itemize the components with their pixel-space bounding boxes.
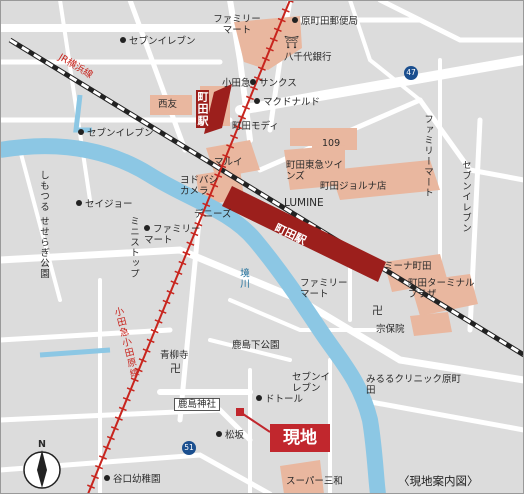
label-familymart-4: ファミリーマート bbox=[300, 278, 348, 300]
label-109: 109 bbox=[322, 138, 341, 149]
river-label: 境川 bbox=[238, 268, 249, 289]
label-taniguchi-kindergarten: 谷口幼稚園 bbox=[104, 474, 161, 485]
svg-text:⛩: ⛩ bbox=[284, 35, 299, 49]
svg-text:卍: 卍 bbox=[372, 304, 383, 317]
label-familymart-1: ファミリーマート bbox=[213, 14, 261, 36]
label-seijo: セイジョー bbox=[76, 199, 133, 210]
label-seven-eleven-1: セブンイレブン bbox=[120, 36, 196, 47]
site-pin bbox=[236, 408, 244, 416]
odakyu-station-label: 町田駅 bbox=[196, 90, 209, 128]
jr-station-bar bbox=[222, 186, 386, 282]
label-lumine: LUMINE bbox=[284, 197, 324, 209]
label-tokyu-twins: 町田東急ツインズ bbox=[286, 160, 344, 182]
label-familymart-2: ファミリーマート bbox=[422, 114, 433, 198]
label-familymart-3: ファミリーマート bbox=[144, 224, 204, 246]
label-sohoin: 宗保院 bbox=[376, 324, 405, 335]
label-seiryuji: 青柳寺 bbox=[160, 350, 189, 361]
map-caption: 〈現地案内図〉 bbox=[398, 474, 479, 488]
north-compass bbox=[23, 450, 61, 489]
label-kashima-park: 鹿島下公園 bbox=[232, 340, 280, 351]
site-pointer bbox=[239, 411, 271, 433]
stream-2 bbox=[39, 347, 111, 358]
label-marui: マルイ bbox=[214, 157, 243, 168]
jr-yokohama-line bbox=[8, 37, 524, 358]
sakai-river bbox=[0, 138, 386, 494]
label-seven-eleven-2: セブンイレブン bbox=[78, 128, 154, 139]
label-seven-eleven-3: セブンイレブン bbox=[460, 160, 471, 234]
compass-north-label: N bbox=[38, 439, 46, 450]
label-yodobashi: ヨドバシカメラ bbox=[180, 175, 219, 197]
route-47-badge: 47 bbox=[404, 66, 418, 80]
label-post-office: 原町田郵便局 bbox=[292, 16, 358, 27]
label-doutor: ドトール bbox=[256, 394, 303, 405]
label-odakyu: 小田急 bbox=[222, 78, 251, 89]
route-51-badge: 51 bbox=[182, 441, 196, 455]
label-miruru-clinic: みるるクリニック原町田 bbox=[366, 374, 462, 396]
label-mcdonalds: マクドナルド bbox=[254, 97, 320, 108]
label-sankusu: サンクス bbox=[250, 78, 297, 89]
label-ministop: ミニストップ bbox=[128, 216, 139, 279]
label-machida-modi: 町田モディ bbox=[232, 121, 279, 132]
label-joruna: 町田ジョルナ店 bbox=[320, 181, 387, 192]
label-seven-eleven-4: セブンイレブン bbox=[292, 372, 331, 394]
label-super-sanwa: スーパー三和 bbox=[286, 476, 343, 487]
label-mina-machida: ミーナ町田 bbox=[384, 261, 432, 272]
label-matsuzaka: 松坂 bbox=[216, 430, 244, 441]
site-marker: 現地 bbox=[270, 424, 330, 452]
label-dennys: デニーズ bbox=[194, 209, 232, 220]
label-shimoderi-park: しもつる せせらぎ公園 bbox=[38, 170, 49, 280]
svg-text:卍: 卍 bbox=[170, 362, 181, 375]
label-hachijuni-bank: 八千代銀行 bbox=[284, 52, 332, 63]
odakyu-station-bar bbox=[204, 84, 232, 134]
label-terminal-plaza: 町田ターミナルプラザ bbox=[408, 278, 475, 300]
label-kashima-shrine: 鹿島神社 bbox=[174, 398, 221, 411]
label-seiyu: 西友 bbox=[158, 99, 178, 110]
